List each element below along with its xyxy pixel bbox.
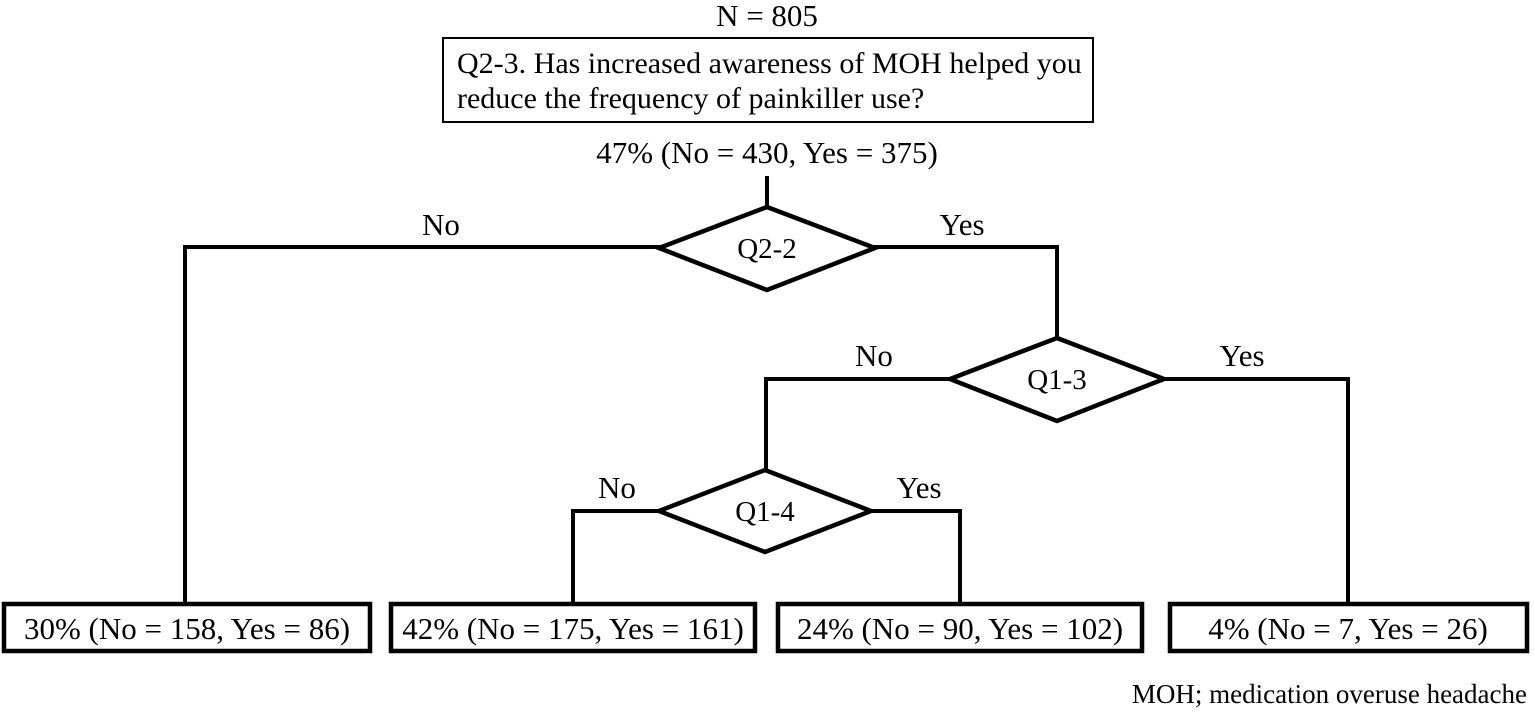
connector-q1-3-yes xyxy=(1162,377,1350,606)
decision-node-q2-2-label: Q2-2 xyxy=(737,233,797,265)
sample-size-label: N = 805 xyxy=(716,0,818,33)
connector-q1-4-no xyxy=(571,509,661,606)
result-box-3-label: 24% (No = 90, Yes = 102) xyxy=(797,611,1123,646)
connector-q1-3-no xyxy=(764,377,952,473)
connector-q1-4-yes xyxy=(869,509,962,606)
footnote-text: MOH; medication overuse headache xyxy=(1132,679,1527,709)
result-box-4[interactable]: 4% (No = 7, Yes = 26) xyxy=(1167,601,1530,654)
result-box-4-label: 4% (No = 7, Yes = 26) xyxy=(1208,611,1488,646)
question-text-line2: reduce the frequency of painkiller use? xyxy=(457,82,924,115)
result-box-2[interactable]: 42% (No = 175, Yes = 161) xyxy=(388,601,758,654)
connector-q2-2-no xyxy=(183,245,662,606)
decision-node-q1-3[interactable]: Q1-3 xyxy=(943,335,1171,424)
result-box-3[interactable]: 24% (No = 90, Yes = 102) xyxy=(775,601,1145,654)
question-box xyxy=(442,37,1094,123)
connector-q2-2-yes xyxy=(872,245,1059,340)
branch-label-q2-2-no: No xyxy=(422,207,460,242)
branch-label-q1-4-yes: Yes xyxy=(896,470,941,505)
root-statistic: 47% (No = 430, Yes = 375) xyxy=(596,135,938,170)
question-text-line1: Q2-3. Has increased awareness of MOH hel… xyxy=(457,47,1082,80)
decision-node-q1-4[interactable]: Q1-4 xyxy=(652,467,878,555)
result-box-1[interactable]: 30% (No = 158, Yes = 86) xyxy=(1,601,373,654)
branch-label-q1-3-no: No xyxy=(855,338,893,373)
decision-node-q1-3-label: Q1-3 xyxy=(1027,364,1087,396)
result-box-1-label: 30% (No = 158, Yes = 86) xyxy=(24,611,350,646)
decision-node-q2-2[interactable]: Q2-2 xyxy=(652,204,882,293)
branch-label-q1-3-yes: Yes xyxy=(1219,338,1264,373)
branch-label-q2-2-yes: Yes xyxy=(939,207,984,242)
decision-node-q1-4-label: Q1-4 xyxy=(735,496,795,528)
branch-label-q1-4-no: No xyxy=(598,470,636,505)
result-box-2-label: 42% (No = 175, Yes = 161) xyxy=(402,611,744,646)
